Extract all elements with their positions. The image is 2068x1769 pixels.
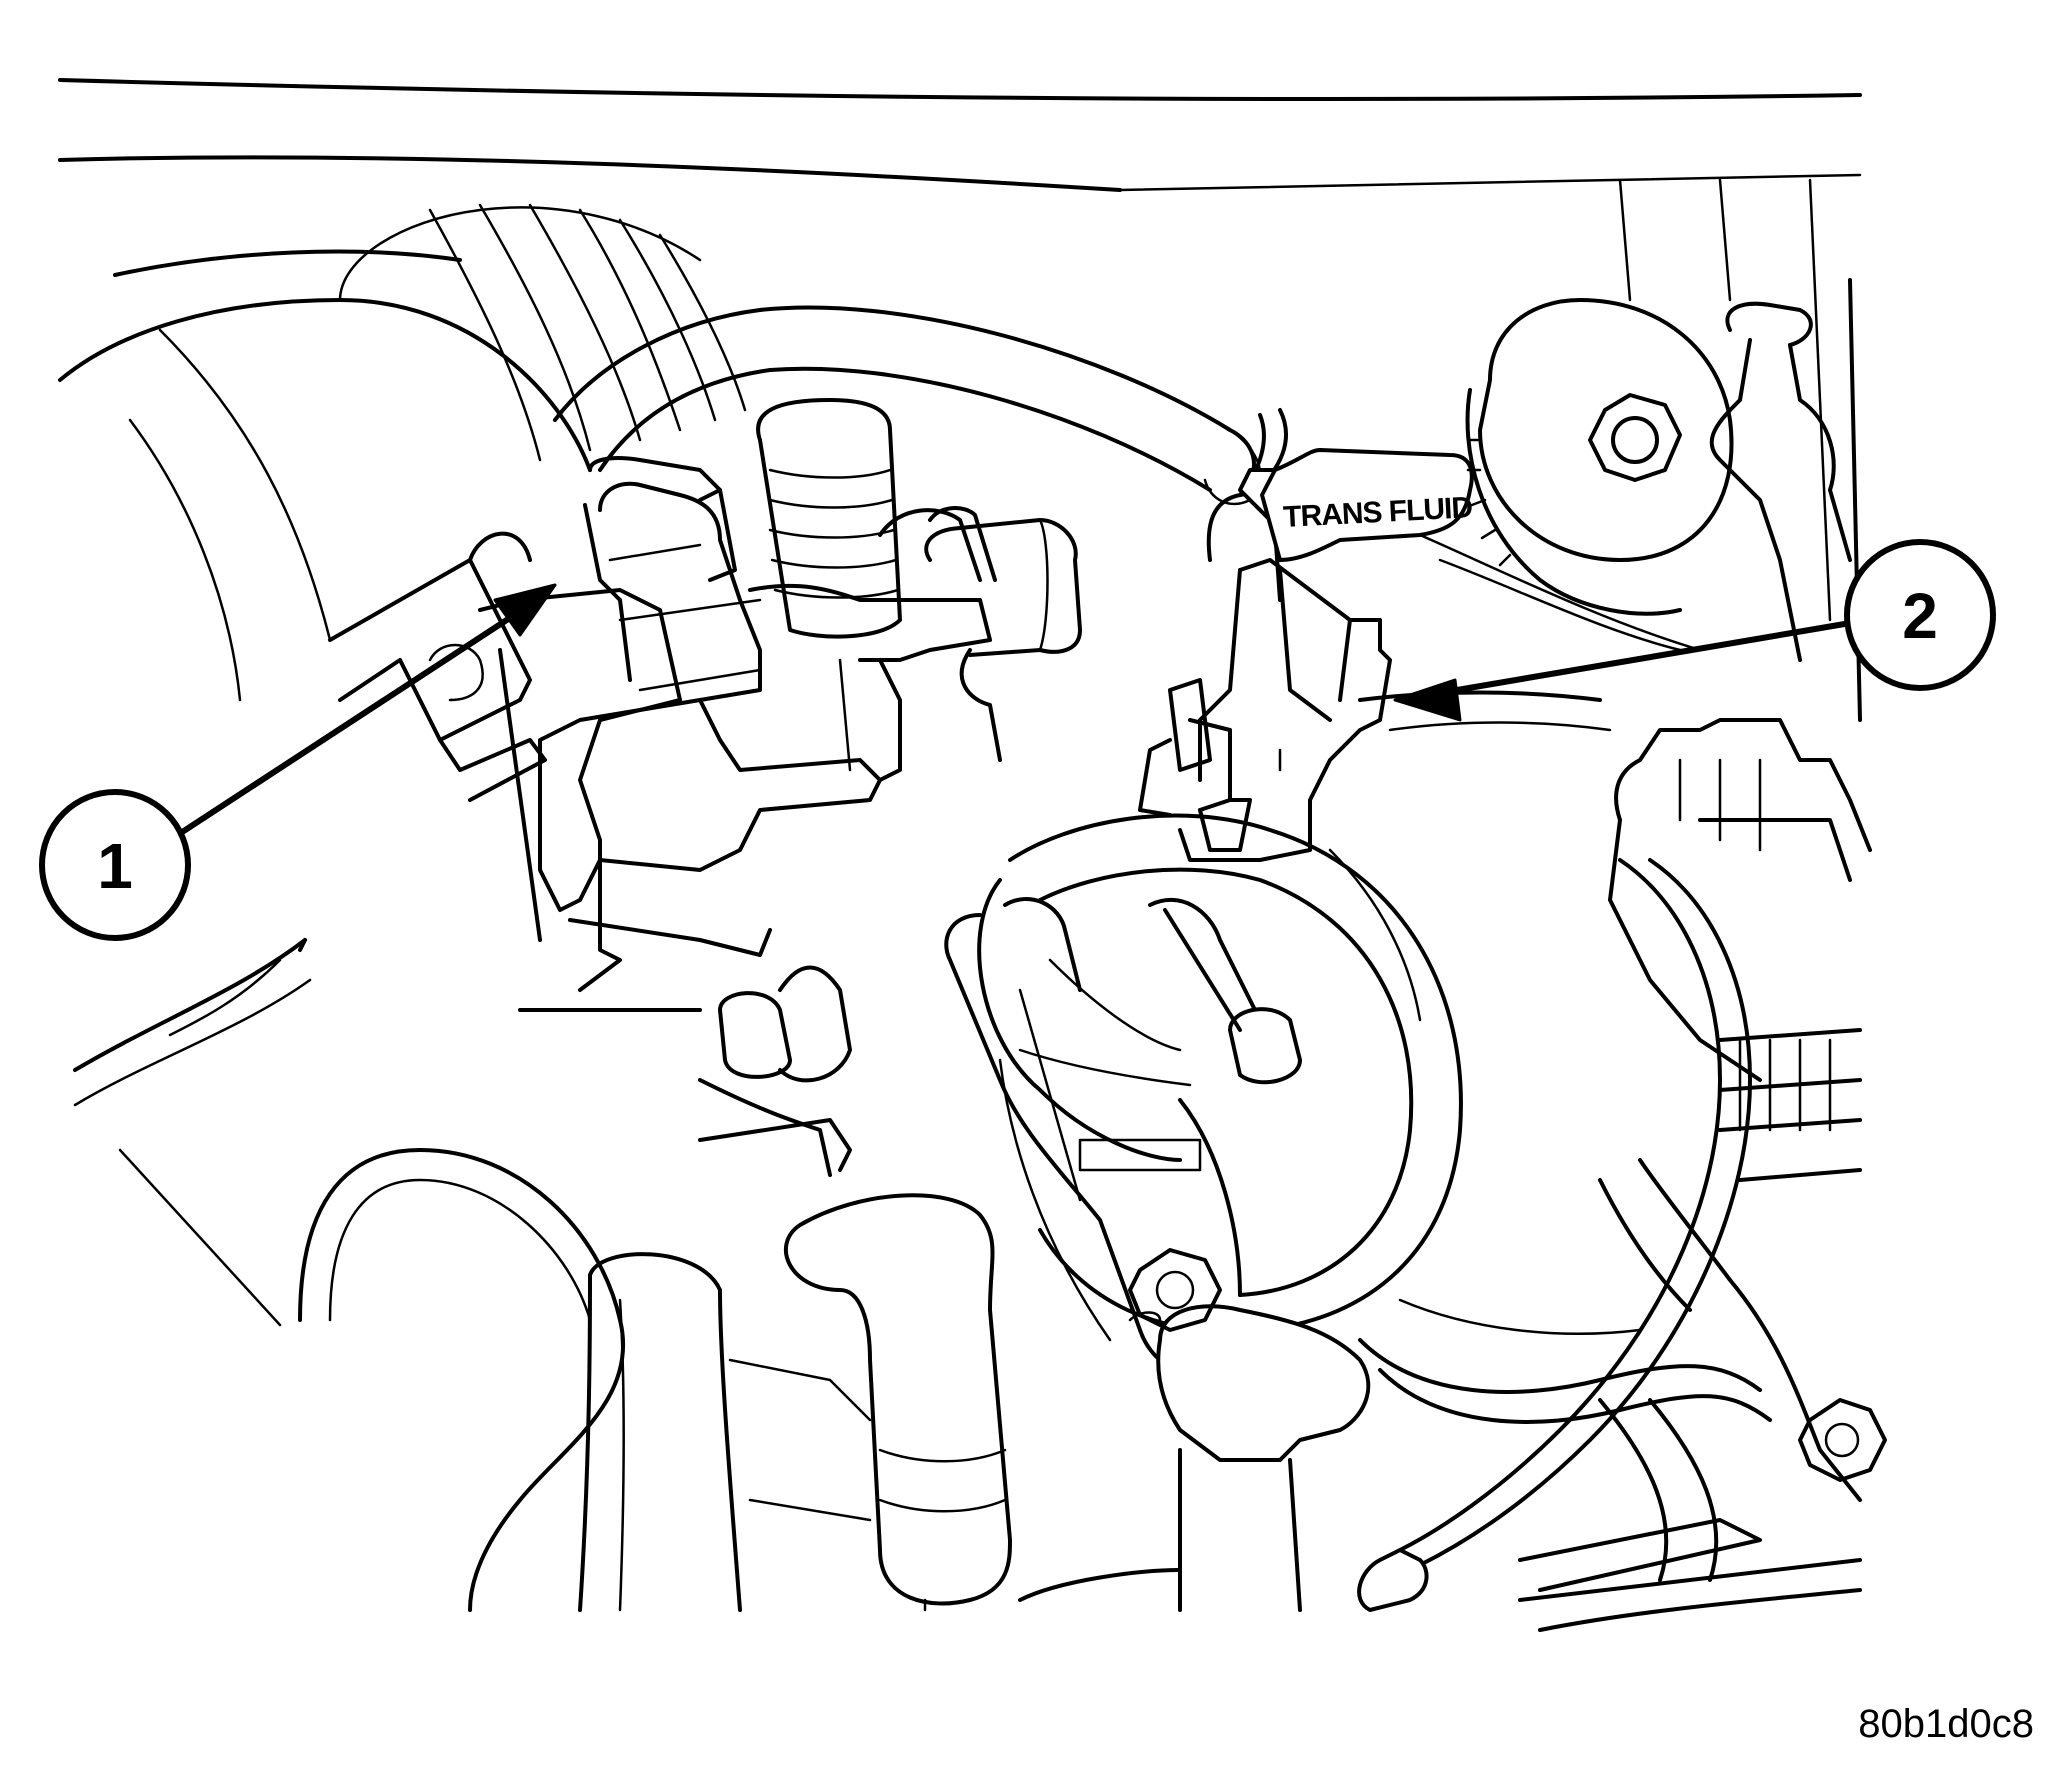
lower-left-panel [73,938,626,1612]
bolt-head-lower-center [1128,1248,1222,1332]
right-corrugated-hose [1598,1028,1862,1502]
callout-2: 2 [1844,539,1996,691]
dipstick-tube [1206,408,1702,652]
bottom-frame [728,1358,1182,1602]
reservoir-cap [1465,298,1734,616]
callout-1: 1 [39,789,191,941]
lower-harness [1358,1298,1862,1632]
sensor-assembly [478,456,1082,1177]
hood-edges [58,78,1862,192]
hose-boot [1128,1304,1371,1612]
throttle-linkage [944,897,1302,1375]
corrugated-pipe [756,398,997,639]
bolt-head-lower-right [1798,1398,1887,1482]
trans-fluid-tag-plate [1260,448,1474,562]
coolant-hose-elbow [783,1193,1012,1612]
air-intake-duct [58,203,747,702]
callout-2-leader [1393,617,1871,722]
lower-right-reservoir [1608,718,1872,1082]
figure-reference-code: 80b1d0c8 [1858,1702,2034,1746]
mounting-bracket [328,531,547,802]
callout-1-leader [167,583,557,843]
throttle-body [977,813,1463,1334]
wiring-connector [1138,558,1392,862]
right-cable [1357,858,1752,1612]
callout-1-label: 1 [97,830,133,902]
lower-coolant-pipe [578,1252,742,1612]
upper-harness-tube [553,305,1262,506]
vacuum-line [1358,690,1612,732]
callout-2-label: 2 [1902,580,1938,652]
